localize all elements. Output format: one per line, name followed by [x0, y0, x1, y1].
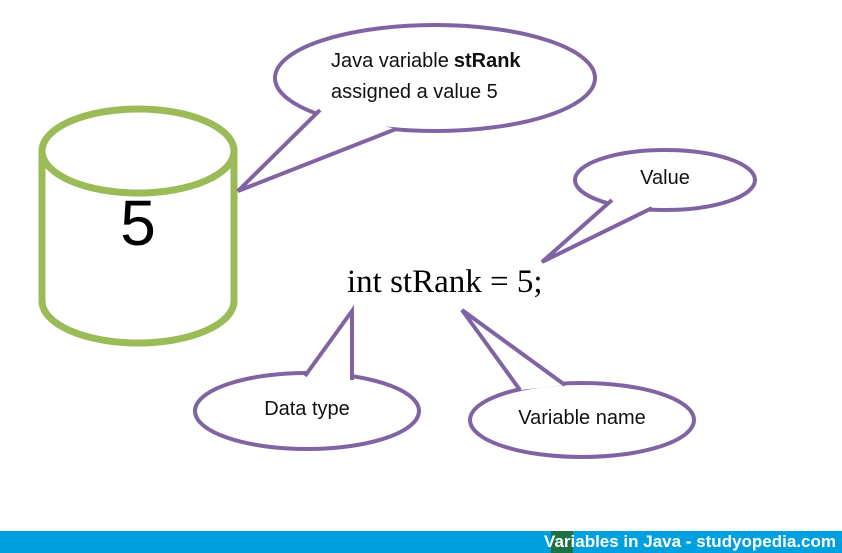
callout-top-ellipse: [273, 23, 597, 133]
cylinder-body: [38, 151, 238, 347]
footer-watermark-text: Variables in Java - studyopedia.com: [544, 532, 836, 551]
callout-datatype-label: Data type: [264, 398, 350, 420]
callout-top-line2: assigned a value 5: [331, 81, 498, 103]
footer-green-accent: [551, 531, 573, 553]
callout-varname-shape: [460, 308, 696, 459]
callout-datatype-tail: [303, 304, 354, 380]
cylinder-top: [38, 105, 238, 197]
callout-varname-tail: [460, 308, 567, 392]
callout-top-tail: [236, 108, 397, 193]
callout-datatype-shape: [193, 304, 421, 451]
footer-bar: Variables in Java - studyopedia.com: [0, 531, 842, 553]
database-cylinder-shape: [38, 105, 238, 347]
callout-varname-label: Variable name: [518, 407, 646, 429]
callout-varname-ellipse: [468, 381, 696, 459]
callout-value-ellipse: [573, 148, 757, 212]
code-statement: int stRank = 5;: [347, 264, 543, 300]
callout-value-label: Value: [640, 167, 690, 189]
callout-top-shape: [236, 23, 597, 193]
callout-top-line1-regular: Java variable: [331, 50, 449, 72]
callout-value-shape: [540, 148, 757, 264]
callout-value-tail: [540, 198, 653, 264]
callout-top-line1-bold: stRank: [453, 50, 521, 72]
cylinder-value: 5: [120, 187, 156, 259]
